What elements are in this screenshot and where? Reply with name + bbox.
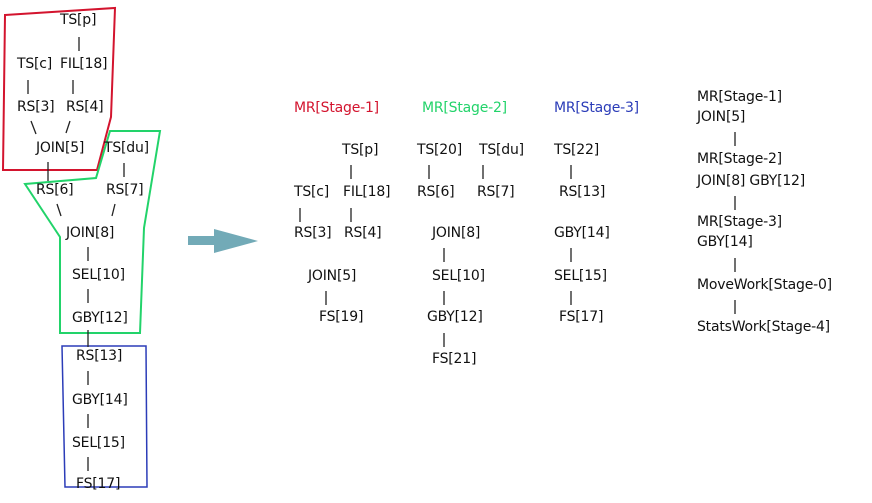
- stage2-boundary: [23, 130, 162, 334]
- node: GBY[14]: [72, 392, 128, 408]
- plan-item: MoveWork[Stage-0]: [697, 277, 832, 293]
- stage-title: MR[Stage-3]: [554, 100, 639, 116]
- node: RS[6]: [36, 182, 74, 198]
- node: TS[du]: [104, 140, 149, 156]
- node: TS[22]: [554, 142, 599, 158]
- node: JOIN[8]: [66, 225, 115, 241]
- node: JOIN[5]: [308, 268, 357, 284]
- node: RS[13]: [76, 348, 123, 364]
- node: TS[p]: [342, 142, 379, 158]
- node: TS[20]: [417, 142, 462, 158]
- node: FS[17]: [76, 476, 121, 492]
- arrow-icon: [188, 229, 258, 253]
- stage1-boundary: [1, 6, 117, 171]
- node: RS[4]: [66, 99, 104, 115]
- node: FIL[18]: [60, 56, 108, 72]
- node: GBY[12]: [427, 309, 483, 325]
- node: TS[du]: [479, 142, 524, 158]
- plan-item: MR[Stage-2]: [697, 151, 782, 167]
- node: SEL[10]: [72, 267, 125, 283]
- node: TS[p]: [60, 12, 97, 28]
- node: GBY[12]: [72, 310, 128, 326]
- left-edges: [27, 37, 125, 471]
- node: RS[7]: [477, 184, 515, 200]
- stage-title: MR[Stage-2]: [422, 100, 507, 116]
- plan-item: StatsWork[Stage-4]: [697, 319, 830, 335]
- node: RS[3]: [294, 225, 332, 241]
- edge: [111, 203, 116, 217]
- plan-item: JOIN[5]: [697, 109, 746, 125]
- stage-title: MR[Stage-1]: [294, 100, 379, 116]
- node: RS[13]: [559, 184, 606, 200]
- edge: [65, 120, 71, 134]
- stage3-boundary: [61, 345, 148, 488]
- node: SEL[10]: [432, 268, 485, 284]
- node: FS[19]: [319, 309, 364, 325]
- node: RS[4]: [344, 225, 382, 241]
- node: RS[3]: [17, 99, 55, 115]
- node: GBY[14]: [554, 225, 610, 241]
- plan-item: MR[Stage-1]: [697, 89, 782, 105]
- node: SEL[15]: [72, 435, 125, 451]
- plan-item: MR[Stage-3]: [697, 214, 782, 230]
- edge: [56, 203, 62, 217]
- edge: [30, 120, 37, 135]
- node: FIL[18]: [343, 184, 391, 200]
- node: TS[c]: [17, 56, 53, 72]
- plan-item: JOIN[8] GBY[12]: [697, 173, 806, 189]
- node: FS[21]: [432, 351, 477, 367]
- node: JOIN[5]: [36, 140, 85, 156]
- node: RS[6]: [417, 184, 455, 200]
- node: TS[c]: [294, 184, 330, 200]
- node: RS[7]: [106, 182, 144, 198]
- node: FS[17]: [559, 309, 604, 325]
- stage-edges: [299, 132, 736, 347]
- node: SEL[15]: [554, 268, 607, 284]
- plan-item: GBY[14]: [697, 234, 753, 250]
- node: JOIN[8]: [432, 225, 481, 241]
